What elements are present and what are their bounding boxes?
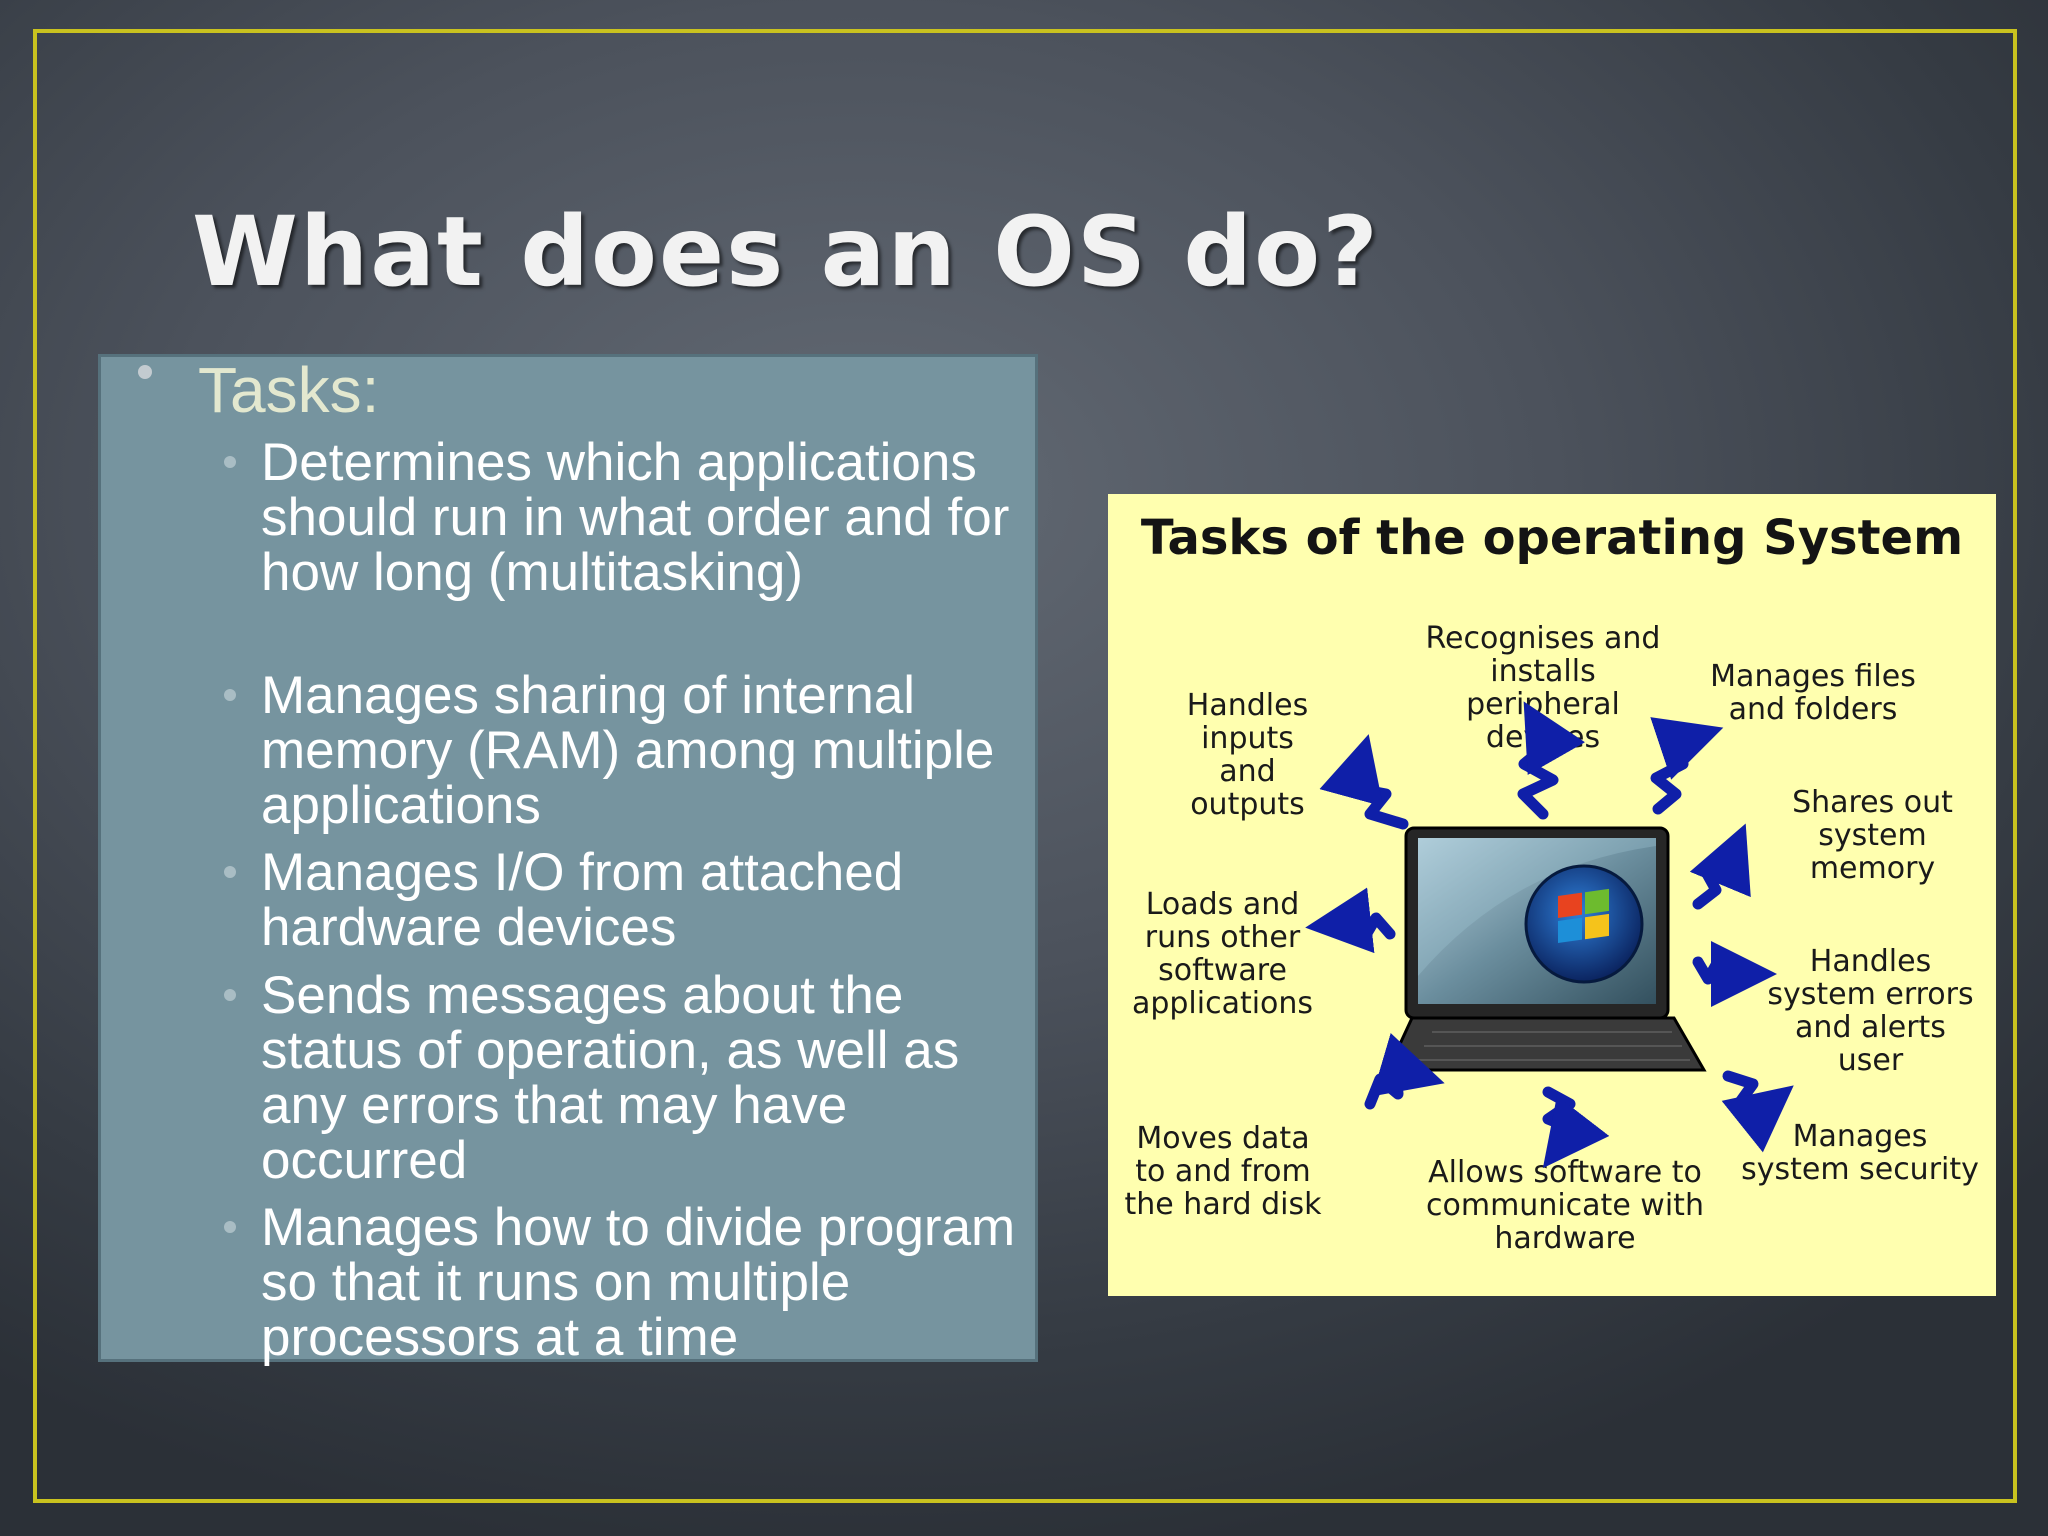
task-item: Manages how to divide program so that it… xyxy=(224,1198,1031,1367)
figure-title: Tasks of the operating System xyxy=(1140,510,1964,566)
task-item: Manages I/O from attached hardware devic… xyxy=(224,843,1031,957)
label-peripherals: Recognises and installs peripheral devic… xyxy=(1425,621,1661,755)
label-handles-io: Handles inputs and outputs xyxy=(1186,688,1309,822)
tasks-panel xyxy=(98,354,1038,1362)
label-files: Manages files and folders xyxy=(1710,659,1916,727)
bullet-dot xyxy=(224,689,236,701)
arrow-icon xyxy=(1319,734,1409,830)
arrow-icon xyxy=(1364,1033,1445,1110)
task-text: Manages how to divide program so that it… xyxy=(261,1198,1016,1367)
task-text: Determines which applications should run… xyxy=(261,433,1010,602)
task-item: Determines which applications should run… xyxy=(224,433,1031,602)
label-memory: Shares out system memory xyxy=(1792,785,1953,886)
label-disk: Moves data to and from the hard disk xyxy=(1124,1121,1322,1222)
bullet-dot xyxy=(224,866,236,878)
bullet-dot xyxy=(224,1221,236,1233)
task-text: Sends messages about the status of opera… xyxy=(261,966,960,1190)
laptop-icon xyxy=(1392,826,1707,1072)
bullet-dot xyxy=(138,365,152,379)
label-security: Manages system security xyxy=(1741,1119,1979,1187)
tasks-heading: Tasks: xyxy=(198,354,380,426)
arrow-icon xyxy=(1689,823,1751,910)
arrow-icon xyxy=(1692,941,1777,1007)
bullet-dot xyxy=(224,989,236,1001)
arrow-icon xyxy=(1517,701,1586,820)
slide-title: What does an OS do? xyxy=(192,196,1380,308)
slide-frame xyxy=(33,29,2017,1503)
arrow-group xyxy=(1305,701,1794,1169)
os-tasks-figure: Tasks of the operating System Handles in… xyxy=(1108,494,1996,1296)
arrow-icon xyxy=(1542,1086,1610,1169)
bullet-dot xyxy=(224,456,236,468)
task-item: Manages sharing of internal memory (RAM)… xyxy=(224,666,1031,835)
task-text: Manages sharing of internal memory (RAM)… xyxy=(261,666,995,835)
task-item: Sends messages about the status of opera… xyxy=(224,966,1031,1190)
label-loads: Loads and runs other software applicatio… xyxy=(1131,887,1314,1021)
label-errors: Handles system errors and alerts user xyxy=(1767,944,1974,1078)
arrow-icon xyxy=(1305,887,1396,954)
arrow-icon xyxy=(1650,717,1724,815)
arrow-icon xyxy=(1721,1070,1794,1153)
task-text: Manages I/O from attached hardware devic… xyxy=(261,843,904,957)
